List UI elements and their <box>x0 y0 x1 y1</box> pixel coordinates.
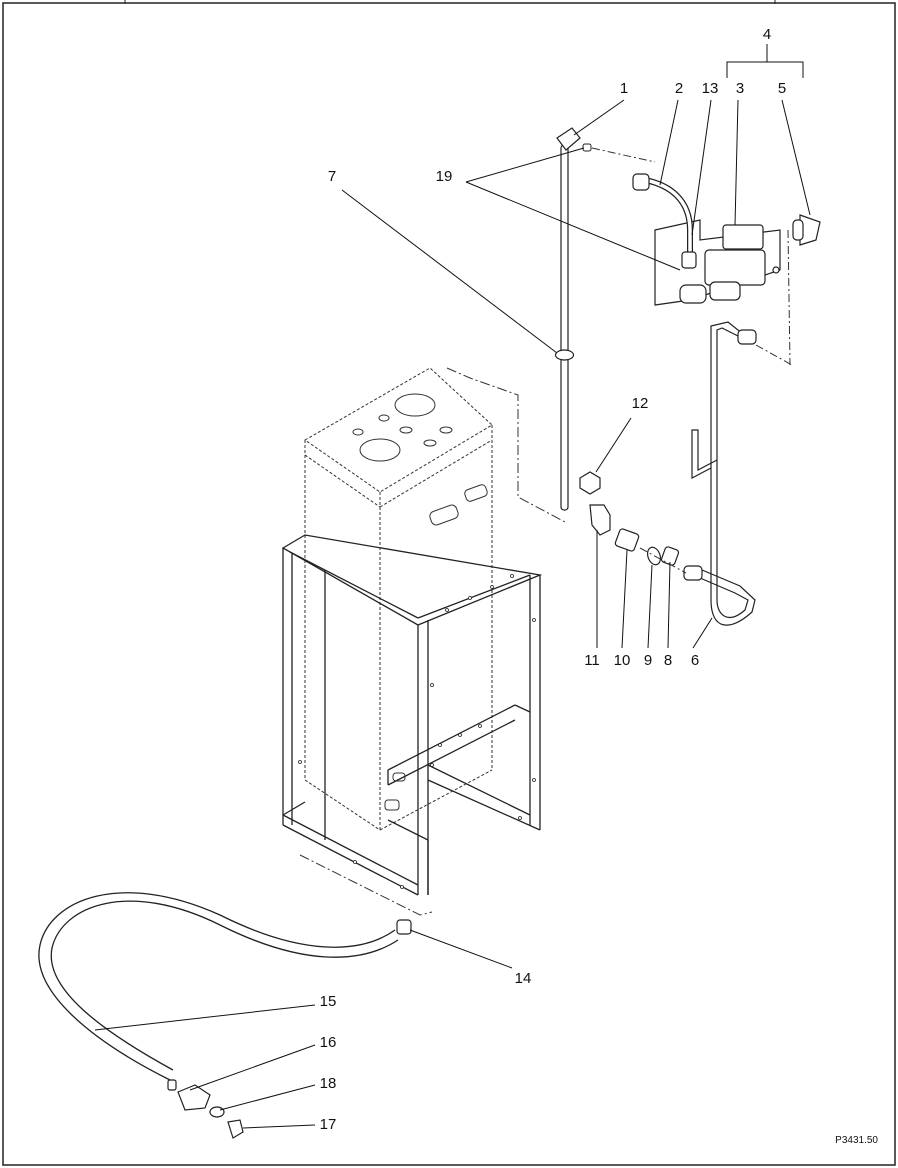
callout-16: 16 <box>320 1034 337 1051</box>
stand-dashed-lines <box>299 367 566 916</box>
dispenser-stand <box>281 534 543 896</box>
callout-15: 15 <box>320 993 337 1010</box>
callout-2: 2 <box>675 80 683 97</box>
callout-10: 10 <box>614 652 631 669</box>
drain-hose-15 <box>38 892 399 1081</box>
callout-3: 3 <box>736 80 744 97</box>
stand-holes <box>298 574 536 889</box>
bin-fittings <box>384 484 488 811</box>
fitting-14 <box>396 919 412 935</box>
fittings-group <box>579 471 680 566</box>
fitting-19-upper <box>582 143 592 152</box>
clamp-18 <box>209 1106 225 1118</box>
drain-parts <box>167 919 412 1139</box>
dashed-tube-to-valve <box>591 147 656 163</box>
nut-8 <box>660 546 680 566</box>
callout-5: 5 <box>778 80 786 97</box>
dashed-fittings <box>639 547 687 574</box>
bin-top-details <box>352 393 453 462</box>
nut-12 <box>579 471 601 495</box>
callout-17: 17 <box>320 1116 337 1133</box>
figure-id: P3431.50 <box>835 1135 878 1146</box>
callout-6: 6 <box>691 652 699 669</box>
water-line-6 <box>683 321 757 626</box>
dashed-valve-right <box>787 229 791 366</box>
callout-1: 1 <box>620 80 628 97</box>
callout-19: 19 <box>436 168 453 185</box>
callout-4: 4 <box>763 26 771 43</box>
clamp-16 <box>177 1084 211 1111</box>
callout-7: 7 <box>328 168 336 185</box>
callout-leaders <box>94 44 811 1129</box>
elbow-11 <box>589 504 611 536</box>
callout-12: 12 <box>632 395 649 412</box>
callout-9: 9 <box>644 652 652 669</box>
callout-18: 18 <box>320 1075 337 1092</box>
bin-outline-dotted <box>304 367 493 831</box>
inlet-valve-assembly <box>632 173 821 306</box>
callout-13: 13 <box>702 80 719 97</box>
plug-17 <box>227 1119 244 1139</box>
callout-11: 11 <box>584 652 600 669</box>
callout-8: 8 <box>664 652 672 669</box>
tube-7 <box>554 127 581 511</box>
adapter-10 <box>614 528 640 552</box>
callout-14: 14 <box>515 970 532 987</box>
dashed-line-6 <box>755 344 793 366</box>
